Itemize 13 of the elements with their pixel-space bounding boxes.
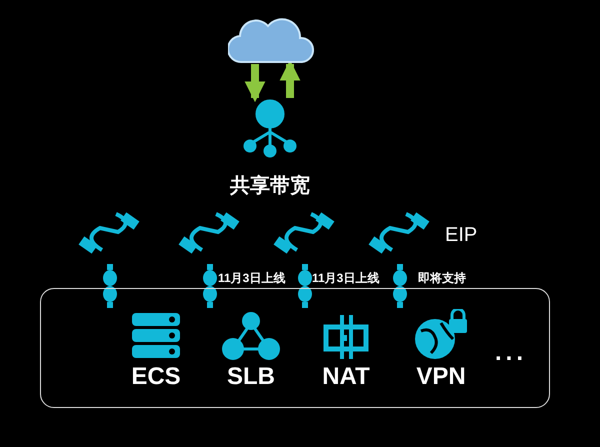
ellipsis-text: ... — [494, 339, 528, 367]
cloud-icon — [228, 18, 314, 64]
eip-label: EIP — [445, 224, 478, 247]
service-label: ECS — [130, 363, 182, 391]
status-note: 11月3日上线 — [218, 270, 286, 287]
node-label: 共享带宽 — [229, 174, 311, 199]
container-frame — [40, 288, 550, 408]
service-label: SLB — [226, 363, 276, 391]
service-label: NAT — [321, 363, 371, 391]
status-note: 11月3日上线 — [312, 270, 380, 287]
status-note: 即将支持 — [418, 270, 466, 287]
arrow — [244, 64, 266, 102]
service-label: VPN — [415, 363, 467, 391]
